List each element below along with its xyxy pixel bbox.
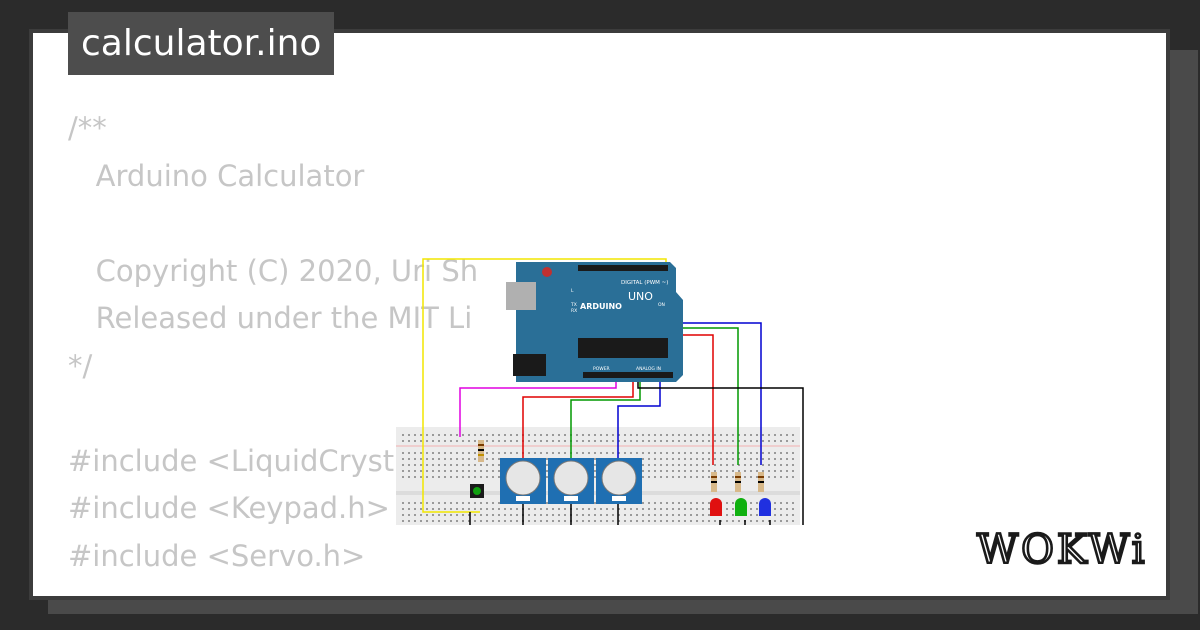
power-analog-header <box>583 372 673 378</box>
project-card[interactable]: /** Arduino Calculator Copyright (C) 202… <box>33 33 1166 596</box>
arduino-label: ARDUINO <box>580 302 622 311</box>
code-line: /** <box>68 111 107 145</box>
wokwi-logo-text: WOKWi <box>977 527 1148 573</box>
circuit-diagram: DIGITAL (PWM ~) ARDUINO UNO ON TX RX L P… <box>396 258 804 525</box>
l-label: L <box>571 288 574 294</box>
code-line: #include <Servo.h> <box>68 538 366 573</box>
code-line: */ <box>68 348 93 383</box>
code-line: #include <Keypad.h> <box>68 491 390 525</box>
led-resistors <box>711 472 764 492</box>
tx-label: TX <box>570 302 577 308</box>
blue-led-icon <box>759 498 771 516</box>
code-line: Copyright (C) 2020, Uri Sh <box>68 253 479 288</box>
analog-label: ANALOG IN <box>636 366 661 372</box>
wokwi-logo: WOKWi <box>976 526 1148 573</box>
code-line: #include <LiquidCryst <box>68 443 395 478</box>
green-led-icon <box>735 498 747 516</box>
pushbutton <box>470 484 484 498</box>
potentiometer <box>548 458 594 504</box>
rx-label: RX <box>571 308 577 314</box>
filename-tab[interactable]: calculator.ino <box>68 12 335 75</box>
power-jack-icon <box>513 354 546 376</box>
microcontroller-chip <box>578 338 668 358</box>
code-line: Arduino Calculator <box>68 158 365 193</box>
on-label: ON <box>658 302 665 308</box>
power-label: POWER <box>593 366 610 372</box>
reset-button-icon <box>542 267 552 277</box>
code-preview: /** Arduino Calculator Copyright (C) 202… <box>68 105 478 580</box>
pullup-resistor <box>478 440 484 462</box>
digital-header <box>578 265 668 271</box>
digital-label: DIGITAL (PWM ~) <box>621 280 668 286</box>
red-led-icon <box>710 498 722 516</box>
arduino-uno-board: DIGITAL (PWM ~) ARDUINO UNO ON TX RX L P… <box>506 262 683 382</box>
code-line: Released under the MIT Li <box>68 301 473 335</box>
usb-port-icon <box>506 282 536 310</box>
uno-label: UNO <box>628 290 653 303</box>
potentiometer <box>596 458 642 504</box>
potentiometer <box>500 458 546 504</box>
